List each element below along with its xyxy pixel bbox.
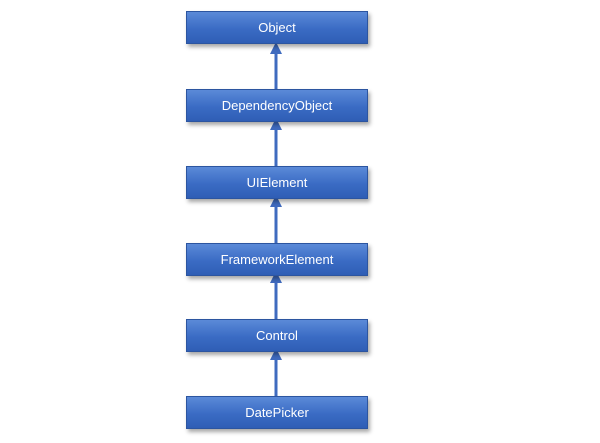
node-dependencyobject: DependencyObject (186, 89, 368, 122)
node-control-label: Control (256, 328, 298, 343)
node-control: Control (186, 319, 368, 352)
node-object-label: Object (258, 20, 296, 35)
node-frameworkelement: FrameworkElement (186, 243, 368, 276)
node-uielement-label: UIElement (246, 175, 308, 190)
node-datepicker: DatePicker (186, 396, 368, 429)
node-object: Object (186, 11, 368, 44)
node-uielement: UIElement (186, 166, 368, 199)
node-datepicker-label: DatePicker (245, 405, 309, 420)
node-frameworkelement-label: FrameworkElement (220, 252, 334, 267)
node-dependencyobject-label: DependencyObject (221, 98, 333, 113)
